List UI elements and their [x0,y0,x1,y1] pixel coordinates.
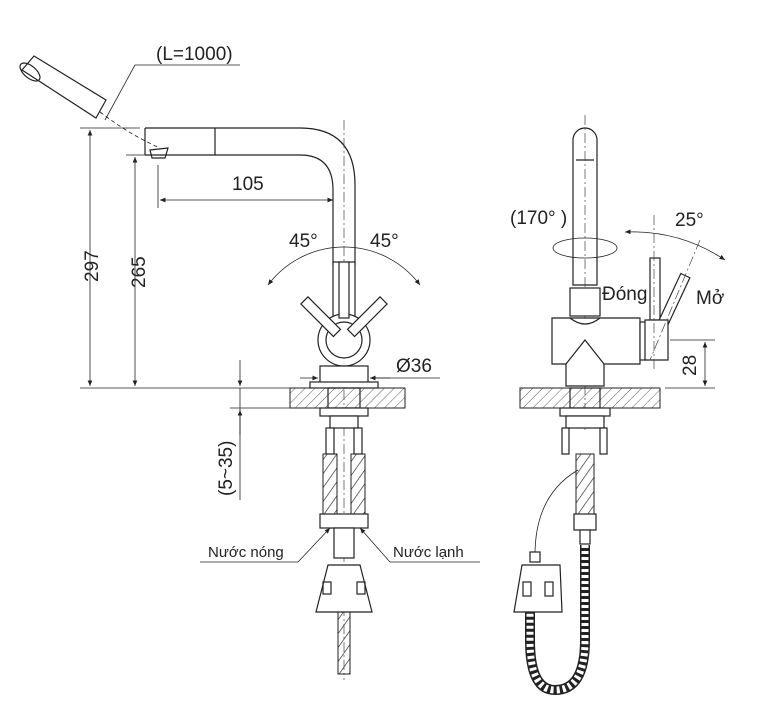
handle-hot [300,296,342,338]
body-side [551,317,641,387]
spray-head [19,55,161,149]
counter-thickness-label: (5~35) [216,441,237,496]
hot-water-label: Nước nóng [208,544,284,561]
side-view: 25° Đóng Mở (170° ) 28 [510,115,726,696]
angle-left-label: 45° [289,231,318,252]
cold-hose [350,453,366,515]
lever-height-label: 28 [680,355,701,376]
closed-label: Đóng [602,284,647,305]
open-label: Mở [696,288,724,309]
hot-hose [322,453,338,515]
height-total-label: 297 [82,250,103,282]
front-view: 45° 45° Nước nóng Nước lạnh (L=1000) [19,44,480,680]
height-spout-label: 265 [129,256,150,288]
reach-label: 105 [232,174,264,195]
hose-length-label: (L=1000) [156,44,233,65]
spout [145,127,356,265]
weight-block [315,564,373,613]
cold-water-label: Nước lạnh [393,544,464,561]
countertop-side [519,387,661,409]
weight-block-side [513,564,563,613]
diameter-label: Ø36 [396,356,432,377]
swivel-angle-label: (170° ) [510,208,567,229]
angle-right-label: 45° [370,231,399,252]
handle-cold [346,296,388,338]
lever-closed [649,257,661,321]
countertop [289,387,406,409]
lever-angle-label: 25° [675,210,704,231]
